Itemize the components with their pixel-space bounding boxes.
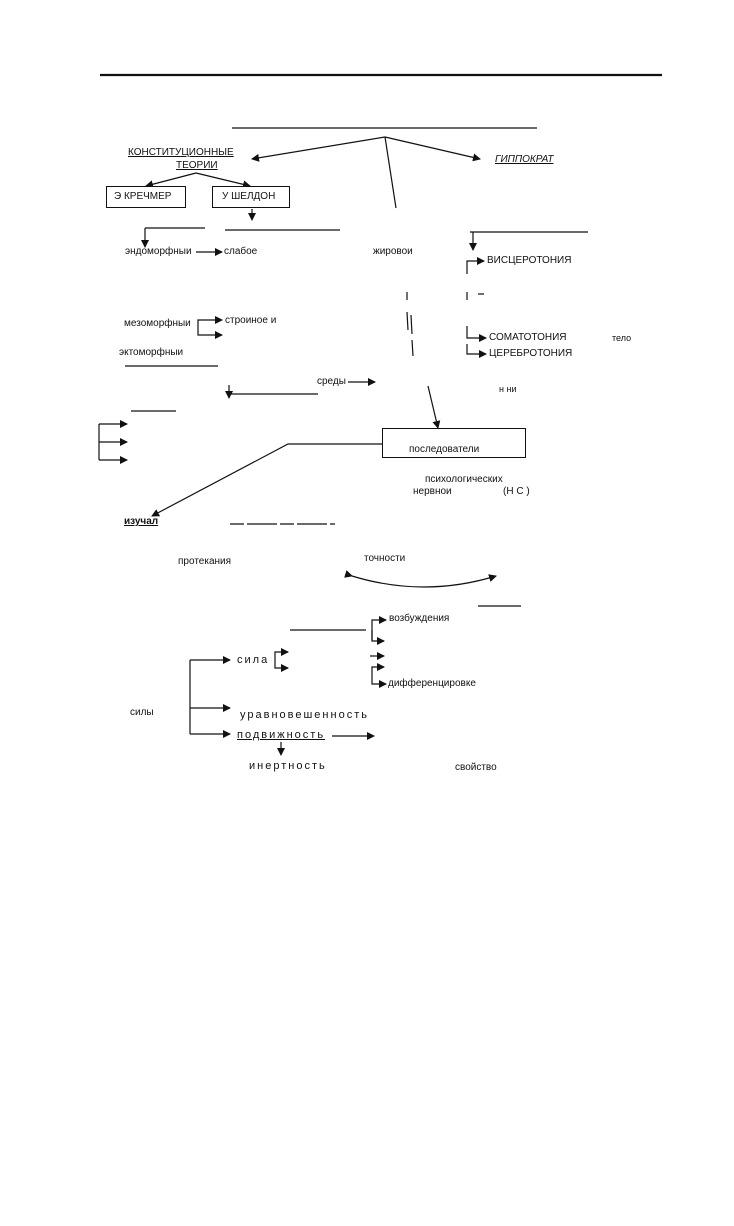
sheldon-box: [212, 186, 290, 208]
label-mesomorphic: мезоморфныи: [124, 318, 191, 329]
label-psychological: психологических: [425, 474, 503, 485]
arrow-to-cerebrotonia: [466, 344, 487, 358]
center-dash-4: [411, 339, 414, 357]
arrow-to-somatotonia: [466, 326, 487, 342]
arrow-strength-1: [274, 648, 289, 664]
label-inertia: инертность: [249, 760, 327, 772]
label-constitutional-theories-1: КОНСТИТУЦИОННЫЕ: [128, 147, 234, 158]
label-kretschmer: Э КРЕЧМЕР: [114, 191, 172, 202]
arrow-meso-second: [197, 330, 223, 339]
label-property: свойство: [455, 762, 497, 773]
arrow-exc-4: [371, 663, 385, 674]
arrow-strength-2: [274, 664, 289, 672]
label-nervous: нервнои: [413, 486, 452, 497]
label-ectomorphic: эктоморфныи: [119, 347, 184, 358]
label-endomorphic: эндоморфныи: [125, 246, 192, 257]
arrow-to-viscerotonia: [466, 257, 485, 274]
arrow-to-kretschmer: [145, 172, 197, 189]
label-constitutional-theories-2: ТЕОРИИ: [176, 160, 218, 171]
label-weak: слабое: [224, 246, 258, 257]
label-environment: среды: [317, 376, 346, 387]
label-somatotonia: СОМАТОТОНИЯ: [489, 332, 567, 343]
arrow-meso-slender: [197, 316, 223, 330]
center-dash-2: [406, 311, 409, 331]
kretschmer-box: [106, 186, 186, 208]
label-balance: уравновешенность: [240, 709, 369, 721]
arrow-exc-2: [371, 630, 385, 645]
label-followers: последователи: [409, 444, 480, 455]
label-hippocrates: ГИППОКРАТ: [495, 154, 554, 165]
double-arrow-curve: [344, 570, 497, 588]
arrow-to-studied: [151, 443, 382, 517]
label-slender: строиное и: [225, 315, 277, 326]
arrow-to-excitation: [371, 616, 387, 640]
label-sheldon: У ШЕЛДОН: [222, 191, 276, 202]
label-mobility: подвижность: [237, 729, 326, 741]
arrow-to-differentiation: [371, 674, 387, 688]
arrow-to-sheldon: [195, 172, 251, 189]
label-cerebrotonia: ЦЕРЕБРОТОНИЯ: [489, 348, 573, 359]
followers-box: [382, 428, 526, 458]
label-differentiation: дифференцировке: [388, 678, 476, 689]
label-fragment-right: н ни: [499, 384, 517, 394]
label-flow: протекания: [178, 556, 232, 567]
arrow-to-hippocrates: [384, 136, 481, 162]
center-dash-3: [410, 314, 413, 335]
arrow-to-followers-box: [427, 385, 441, 429]
label-strength-of: силы: [130, 707, 154, 718]
label-accuracy: точности: [364, 553, 406, 564]
label-studied: изучал: [124, 516, 159, 527]
label-body: тело: [612, 333, 632, 343]
line-down-center: [384, 136, 397, 209]
label-fatty: жировои: [373, 246, 413, 257]
label-viscerotonia: ВИСЦЕРОТОНИЯ: [487, 255, 572, 266]
label-ns: (Н С ): [503, 486, 530, 497]
arrow-to-constitutional: [251, 136, 386, 162]
label-strength: сила: [237, 654, 270, 666]
label-excitation: возбуждения: [389, 613, 450, 624]
